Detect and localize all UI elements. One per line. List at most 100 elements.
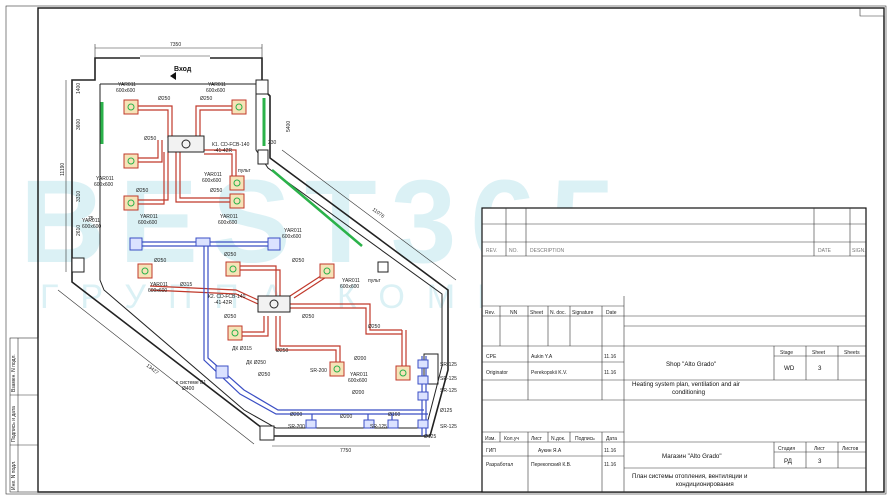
pipe-d250-12: Ø250 — [276, 348, 288, 354]
ru-date-2: 11.16 — [604, 462, 616, 468]
diffuser-10-size: 600x600 — [340, 284, 359, 290]
dim-left-6: 75 — [88, 216, 94, 222]
diffuser-7-size: 600x600 — [218, 220, 237, 226]
pipe-d250-11: Ø250 — [368, 324, 380, 330]
ru-sheet-h: Лист — [814, 446, 826, 452]
pipe-d250-13: Ø250 — [258, 372, 270, 378]
rev-h-rev: REV. — [486, 248, 497, 254]
en-name-2: Perekopskii K.V. — [531, 370, 567, 376]
diffuser-3-tag: YAR011 — [96, 176, 114, 182]
dim-diag-lower: 13427 — [145, 363, 160, 376]
svg-text:YAR011: YAR011 — [220, 214, 238, 220]
ru-sheet: 3 — [818, 458, 822, 465]
dim-left-2: 3600 — [76, 119, 82, 130]
diffuser-6-tag: YAR011 — [82, 218, 100, 224]
svg-text:YAR011: YAR011 — [342, 278, 360, 284]
ru-stage-h: Стадия — [778, 446, 795, 452]
svg-text:600x600: 600x600 — [138, 220, 157, 226]
en-date-1: 11.16 — [604, 354, 616, 360]
svg-text:YAR011: YAR011 — [204, 172, 222, 178]
grille-sr125-2: SR-125 — [440, 376, 457, 382]
pipe-d250-4: Ø250 — [136, 188, 148, 194]
ru-project: Магазин "Alto Grado" — [662, 453, 722, 460]
svg-text:600x600: 600x600 — [282, 234, 301, 240]
ru-role-1: ГИП — [486, 448, 496, 454]
en-project: Shop "Alto Grado" — [666, 361, 716, 368]
svg-text:600x600: 600x600 — [202, 178, 221, 184]
en-sheet: 3 — [818, 365, 822, 372]
diffuser-4-size: 600x600 — [202, 178, 221, 184]
svg-text:600x600: 600x600 — [82, 224, 101, 230]
entrance-label: Вход — [174, 66, 192, 73]
en-col-nn: NN — [510, 310, 518, 316]
svg-text:YAR011: YAR011 — [82, 218, 100, 224]
svg-text:YAR011: YAR011 — [96, 176, 114, 182]
pipe-d200-1: Ø200 — [354, 356, 366, 362]
pipe-dk250: ДК Ø250 — [246, 360, 266, 366]
en-col-signature: Signature — [572, 310, 594, 316]
svg-text:600x600: 600x600 — [218, 220, 237, 226]
pipe-d200-2: Ø200 — [352, 390, 364, 396]
grille-sr125-3: SR-125 — [440, 388, 457, 394]
en-col-sheet: Sheet — [530, 310, 544, 316]
side-stamp: Взамен. N подл. Подпись и дата Инв. N по… — [9, 337, 39, 493]
indoor-unit-k1 — [167, 135, 205, 153]
diffuser-1-tag: YAR011 — [118, 82, 136, 88]
svg-text:600x600: 600x600 — [340, 284, 359, 290]
svg-text:YAR011: YAR011 — [208, 82, 226, 88]
pipe-d250-3: Ø250 — [144, 136, 156, 142]
unit-k2-sub: -41-42R — [214, 300, 232, 306]
en-col-date: Date — [606, 310, 617, 316]
svg-text:600x600: 600x600 — [94, 182, 113, 188]
ru-date-1: 11.16 — [604, 448, 616, 454]
diffuser-1-size: 600x600 — [116, 88, 135, 94]
en-stage-h: Stage — [780, 350, 793, 356]
en-role-2: Originator — [486, 370, 508, 376]
en-role-1: CPE — [486, 354, 497, 360]
diffuser-3-size: 600x600 — [94, 182, 113, 188]
ru-col-podpis: Подпись — [575, 436, 595, 442]
pipe-d125-2: Ø125 — [424, 434, 436, 440]
grille-sr125-5: SR-125 — [370, 424, 387, 430]
pipe-d200-4: Ø200 — [340, 414, 352, 420]
pipe-dk315: ДК Ø315 — [232, 346, 252, 352]
diffuser-11-tag: YAR011 — [350, 372, 368, 378]
diffuser-5-tag: YAR011 — [140, 214, 158, 220]
grille-sr200-1: SR-200 — [310, 368, 327, 374]
en-col-ndoc: N. doc. — [550, 310, 566, 316]
diffuser-2-size: 600x600 — [206, 88, 225, 94]
supply-ducts — [132, 105, 407, 372]
svg-text:YAR011: YAR011 — [118, 82, 136, 88]
diffuser-6-size: 600x600 — [82, 224, 101, 230]
pipe-system: к системе В1 — [176, 380, 206, 386]
sheet-frame — [5, 5, 887, 495]
inner-wall — [99, 83, 443, 429]
dim-top: 7350 — [170, 42, 181, 48]
pipe-d160: Ø160 — [388, 412, 400, 418]
exhaust-grilles — [129, 237, 429, 429]
ru-col-ndok: N.док. — [551, 436, 565, 442]
pipe-d125-1: Ø125 — [440, 408, 452, 414]
rev-h-date: DATE — [818, 248, 832, 254]
unit-k2-label: К2. CD-FCB-140 — [208, 294, 246, 300]
dim-left-1: 1400 — [76, 83, 82, 94]
svg-text:600x600: 600x600 — [116, 88, 135, 94]
diffuser-8-size: 600x600 — [282, 234, 301, 240]
en-sheet-title: Heating system plan, ventilation and air… — [632, 381, 740, 396]
diffuser-11-size: 600x600 — [348, 378, 367, 384]
en-stage: WD — [784, 365, 795, 372]
side-stamp-podpis: Подпись и дата — [11, 406, 17, 442]
pipe-d250-2: Ø250 — [200, 96, 212, 102]
ru-col-data: Дата — [606, 436, 617, 442]
pipe-system-d: Ø400 — [182, 386, 194, 392]
indoor-unit-k2 — [257, 295, 291, 313]
dim-right-1: 5400 — [286, 121, 292, 132]
rev-h-desc: DESCRIPTION — [530, 248, 565, 254]
diffuser-4-tag: YAR011 — [204, 172, 222, 178]
pipe-d250-6: Ø250 — [154, 258, 166, 264]
dim-bottom: 7750 — [340, 448, 351, 454]
en-name-1: Aukin Y.A — [531, 354, 553, 360]
ru-role-2: Разработал — [486, 462, 513, 468]
